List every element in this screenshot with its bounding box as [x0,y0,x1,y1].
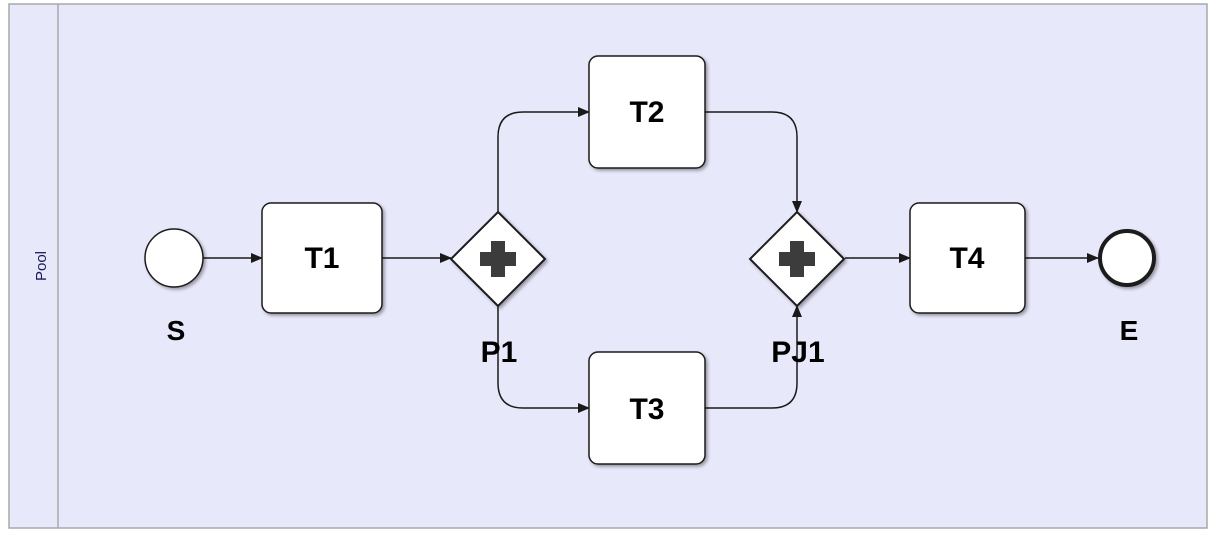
task-t2-label: T2 [629,96,664,129]
start-event[interactable] [144,228,204,288]
plus-icon [779,241,815,277]
start-event-label: S [167,315,186,346]
flow-t2-pj1[interactable] [705,111,802,213]
task-t1-label: T1 [304,242,339,275]
task-t3[interactable]: T3 [588,351,706,465]
pool-label: Pool [33,251,50,281]
flow-p1-t3[interactable] [497,306,590,413]
task-t3-label: T3 [629,393,664,426]
gateway-pj1[interactable] [748,210,846,308]
task-t1[interactable]: T1 [261,202,383,314]
task-t4-label: T4 [949,242,984,275]
gateway-pj1-label: PJ1 [771,336,824,369]
flow-p1-t2[interactable] [497,107,590,212]
end-event[interactable] [1098,229,1156,287]
gateway-p1-label: P1 [481,336,518,369]
task-t2[interactable]: T2 [588,55,706,169]
plus-icon [480,241,516,277]
flow-t3-pj1[interactable] [705,305,802,409]
end-event-label: E [1120,315,1139,346]
task-t4[interactable]: T4 [909,202,1026,314]
gateway-p1[interactable] [449,210,547,308]
